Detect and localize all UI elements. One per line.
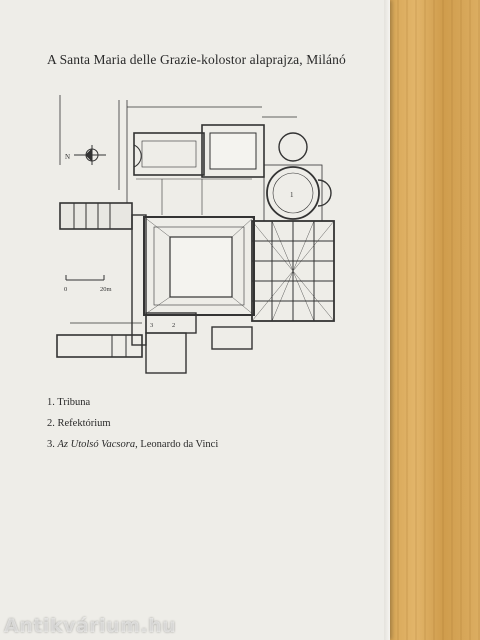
tribuna-dome	[263, 132, 332, 222]
legend-item-tribuna: 1. Tribuna	[47, 397, 91, 408]
plan-marker-3: 3	[150, 322, 153, 329]
book-page: A Santa Maria delle Grazie-kolostor alap…	[0, 0, 390, 640]
plan-marker-2: 2	[172, 322, 175, 329]
plan-legend: 1. Tribuna 2. Refektórium 3. Az Utolsó V…	[47, 392, 218, 455]
compass-label: N	[65, 153, 70, 161]
watermark: Antikvárium.hu	[4, 615, 177, 637]
plan-marker-1: 1	[290, 191, 294, 199]
legend-item-last-supper: 3. Az Utolsó Vacsora, Leonardo da Vinci	[47, 439, 219, 450]
page-edge	[384, 0, 390, 640]
wooden-background	[388, 0, 480, 640]
legend-item-refectory: 2. Refektórium	[47, 418, 111, 429]
scale-zero: 0	[64, 286, 67, 293]
page-title: A Santa Maria delle Grazie-kolostor alap…	[47, 52, 346, 67]
floor-plan: N 0 20m	[56, 95, 335, 374]
compass-icon	[74, 145, 106, 165]
church-nave	[251, 220, 335, 322]
scale-end: 20m	[100, 286, 112, 293]
